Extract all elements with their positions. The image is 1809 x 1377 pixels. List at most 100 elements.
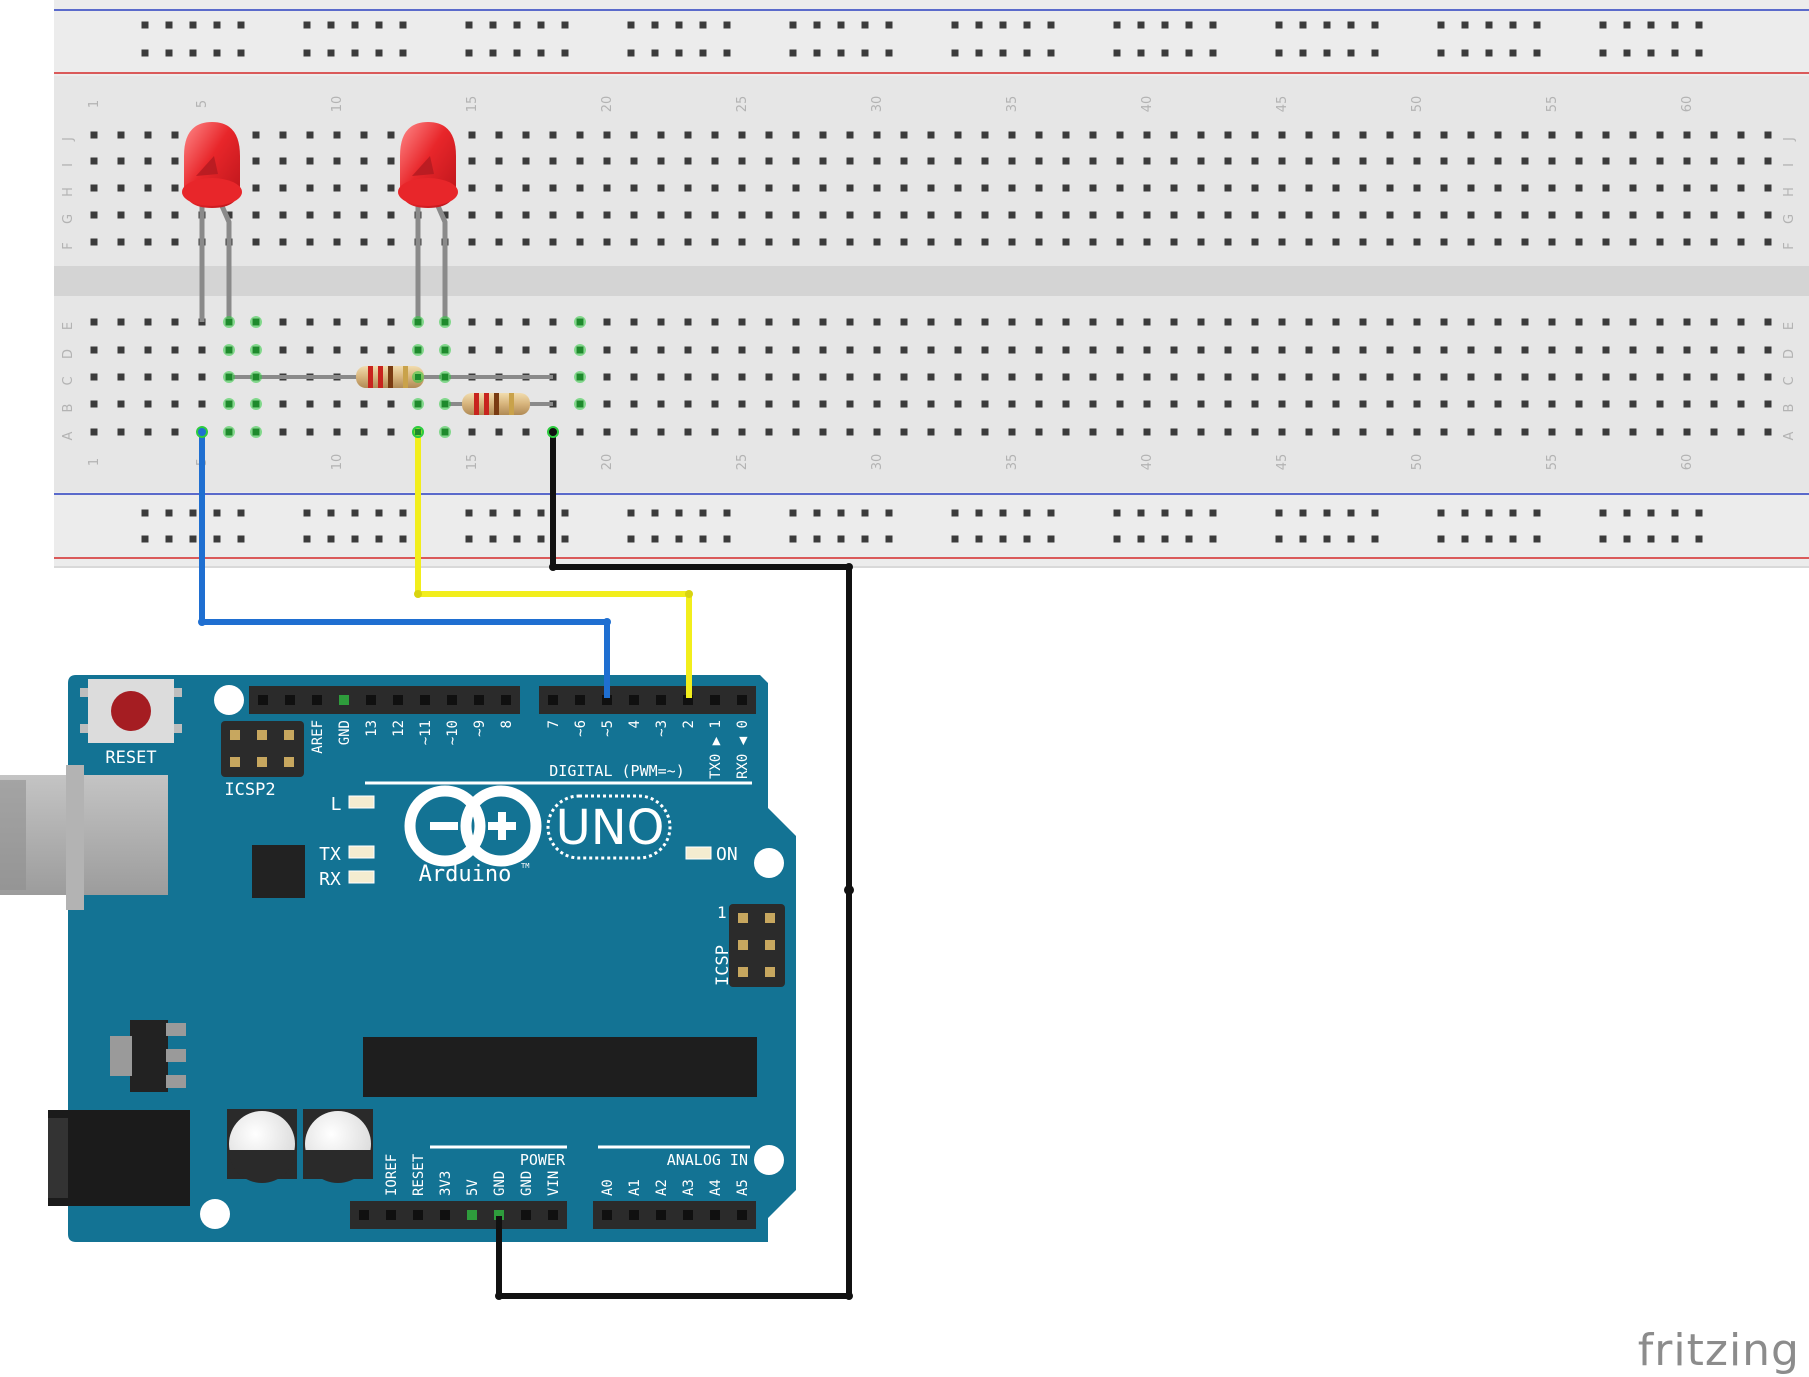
usb-chip xyxy=(252,845,305,898)
breadboard-hole xyxy=(1062,238,1070,246)
header-pin[interactable] xyxy=(393,695,403,705)
resistor-2[interactable] xyxy=(445,393,553,415)
header-pin[interactable] xyxy=(629,1210,639,1220)
header-pin[interactable] xyxy=(738,967,748,977)
header-pin[interactable] xyxy=(230,730,240,740)
breadboard-hole xyxy=(873,211,881,219)
breadboard-hole xyxy=(1710,238,1718,246)
header-pin[interactable] xyxy=(602,695,612,705)
header-pin[interactable] xyxy=(467,1210,477,1220)
breadboard-hole xyxy=(1278,428,1286,436)
black-wire[interactable] xyxy=(496,432,852,1299)
breadboard-hole xyxy=(1197,400,1205,408)
header-pin[interactable] xyxy=(284,730,294,740)
breadboard-hole xyxy=(279,157,287,165)
breadboard-hole xyxy=(1197,373,1205,381)
header-pin[interactable] xyxy=(257,730,267,740)
header-pin[interactable] xyxy=(656,1210,666,1220)
breadboard-hole xyxy=(144,131,152,139)
breadboard-hole xyxy=(1656,373,1664,381)
header-pin[interactable] xyxy=(656,695,666,705)
header-pin[interactable] xyxy=(765,967,775,977)
header-pin[interactable] xyxy=(230,757,240,767)
breadboard-hole xyxy=(1089,400,1097,408)
connected-hole-core xyxy=(226,374,232,380)
header-pin[interactable] xyxy=(257,757,267,767)
header-pin[interactable] xyxy=(575,695,585,705)
breadboard-hole xyxy=(981,373,989,381)
breadboard-hole xyxy=(819,211,827,219)
rail-hole xyxy=(465,49,473,57)
breadboard-hole xyxy=(1575,428,1583,436)
header-pin[interactable] xyxy=(737,1210,747,1220)
header-pin[interactable] xyxy=(440,1210,450,1220)
header-pin[interactable] xyxy=(548,1210,558,1220)
breadboard-hole xyxy=(468,346,476,354)
header-pin[interactable] xyxy=(420,695,430,705)
header-pin[interactable] xyxy=(683,1210,693,1220)
header-pin[interactable] xyxy=(521,1210,531,1220)
blue-wire[interactable] xyxy=(199,432,610,698)
header-pin[interactable] xyxy=(765,913,775,923)
breadboard-hole xyxy=(171,184,179,192)
breadboard-hole xyxy=(954,373,962,381)
header-pin[interactable] xyxy=(738,913,748,923)
reset-button[interactable] xyxy=(80,679,182,743)
breadboard-hole xyxy=(603,211,611,219)
breadboard-hole xyxy=(1359,211,1367,219)
resistor-1[interactable] xyxy=(229,366,553,388)
breadboard-hole xyxy=(1008,184,1016,192)
breadboard-hole xyxy=(306,318,314,326)
breadboard-hole xyxy=(1494,373,1502,381)
header-pin[interactable] xyxy=(683,695,693,705)
breadboard-hole xyxy=(1629,346,1637,354)
breadboard-hole xyxy=(1359,157,1367,165)
header-pin[interactable] xyxy=(386,1210,396,1220)
header-pin[interactable] xyxy=(312,695,322,705)
header-pin[interactable] xyxy=(284,757,294,767)
breadboard-hole xyxy=(1764,373,1772,381)
header-pin[interactable] xyxy=(737,695,747,705)
pin-label: VIN xyxy=(546,1171,562,1196)
breadboard-hole xyxy=(1413,400,1421,408)
breadboard-hole xyxy=(1008,400,1016,408)
rail-hole xyxy=(999,535,1007,543)
header-pin[interactable] xyxy=(474,695,484,705)
header-pin[interactable] xyxy=(339,695,349,705)
row-label: J xyxy=(1782,137,1797,142)
led-1[interactable] xyxy=(182,122,242,322)
breadboard-hole xyxy=(306,157,314,165)
breadboard-hole xyxy=(117,211,125,219)
rail-hole xyxy=(1323,21,1331,29)
header-pin[interactable] xyxy=(359,1210,369,1220)
breadboard-hole xyxy=(1494,131,1502,139)
column-number: 40 xyxy=(1140,454,1155,471)
header-pin[interactable] xyxy=(501,695,511,705)
header-pin[interactable] xyxy=(602,1210,612,1220)
breadboard-hole xyxy=(711,184,719,192)
header-pin[interactable] xyxy=(548,695,558,705)
header-pin[interactable] xyxy=(738,940,748,950)
connected-hole-core xyxy=(253,401,259,407)
header-pin[interactable] xyxy=(710,695,720,705)
breadboard-hole xyxy=(1764,184,1772,192)
power-header xyxy=(350,1201,567,1229)
yellow-wire[interactable] xyxy=(415,432,692,698)
header-pin[interactable] xyxy=(447,695,457,705)
header-pin[interactable] xyxy=(494,1210,504,1220)
led-2[interactable] xyxy=(398,122,458,322)
led-tx-label: TX xyxy=(319,844,341,865)
header-pin[interactable] xyxy=(765,940,775,950)
breadboard-hole xyxy=(468,184,476,192)
header-pin[interactable] xyxy=(258,695,268,705)
header-pin[interactable] xyxy=(413,1210,423,1220)
rail-hole xyxy=(951,21,959,29)
breadboard-hole xyxy=(1332,318,1340,326)
header-pin[interactable] xyxy=(629,695,639,705)
breadboard-hole xyxy=(1062,131,1070,139)
breadboard-hole xyxy=(657,157,665,165)
header-pin[interactable] xyxy=(710,1210,720,1220)
column-number: 20 xyxy=(600,454,615,471)
header-pin[interactable] xyxy=(285,695,295,705)
header-pin[interactable] xyxy=(366,695,376,705)
